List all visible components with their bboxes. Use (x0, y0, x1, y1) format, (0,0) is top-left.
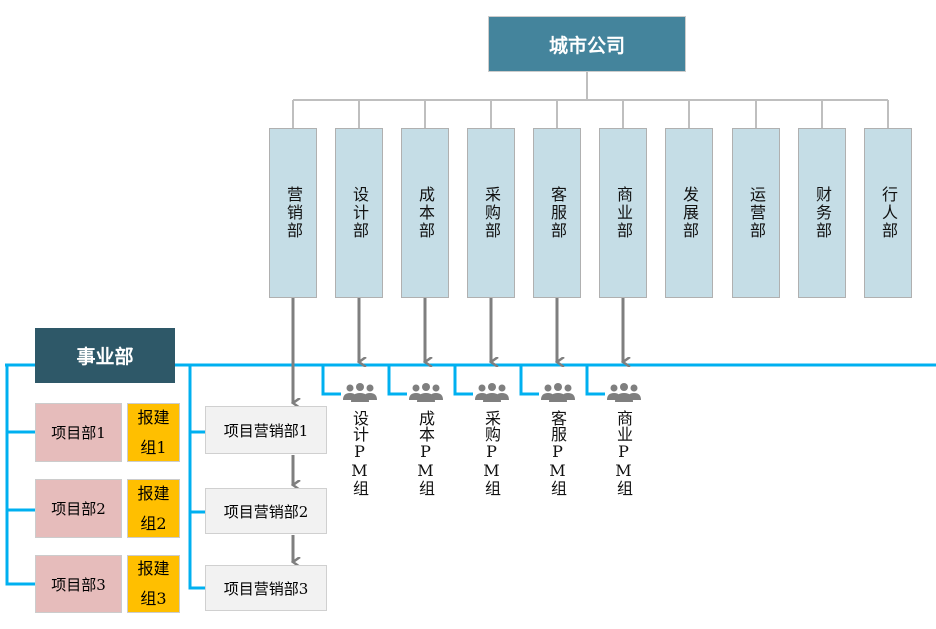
pm-group-label: 成本PM组 (416, 410, 435, 496)
department-box: 采购部 (467, 128, 515, 298)
project-marketing-box: 项目营销部1 (205, 406, 327, 454)
pm-bracket (321, 365, 341, 396)
city-company-box: 城市公司 (488, 16, 686, 72)
department-box: 运营部 (732, 128, 780, 298)
department-box: 商业部 (599, 128, 647, 298)
people-group-icon (343, 382, 377, 404)
department-box: 设计部 (335, 128, 383, 298)
department-box: 发展部 (665, 128, 713, 298)
people-group-icon (541, 382, 575, 404)
pm-bracket (585, 365, 605, 396)
project-dept-box: 项目部1 (35, 403, 122, 462)
permit-group-box: 报建组3 (127, 555, 180, 613)
project-dept-box: 项目部2 (35, 479, 122, 538)
department-box: 成本部 (401, 128, 449, 298)
project-marketing-box: 项目营销部3 (205, 565, 327, 611)
pm-bracket (453, 365, 473, 396)
project-marketing-box: 项目营销部2 (205, 488, 327, 534)
pm-bracket (387, 365, 407, 396)
pm-group-label: 采购PM组 (482, 410, 501, 496)
department-box: 财务部 (798, 128, 846, 298)
business-unit-box: 事业部 (35, 328, 175, 383)
pm-bracket (519, 365, 539, 396)
pm-group-label: 设计PM组 (350, 410, 369, 496)
permit-group-box: 报建组1 (127, 403, 180, 462)
permit-group-box: 报建组2 (127, 479, 180, 538)
pm-group-label: 客服PM组 (548, 410, 567, 496)
pm-group-label: 商业PM组 (614, 410, 633, 496)
people-group-icon (607, 382, 641, 404)
project-dept-box: 项目部3 (35, 555, 122, 613)
department-box: 营销部 (269, 128, 317, 298)
department-box: 行人部 (864, 128, 912, 298)
people-group-icon (409, 382, 443, 404)
department-box: 客服部 (533, 128, 581, 298)
people-group-icon (475, 382, 509, 404)
